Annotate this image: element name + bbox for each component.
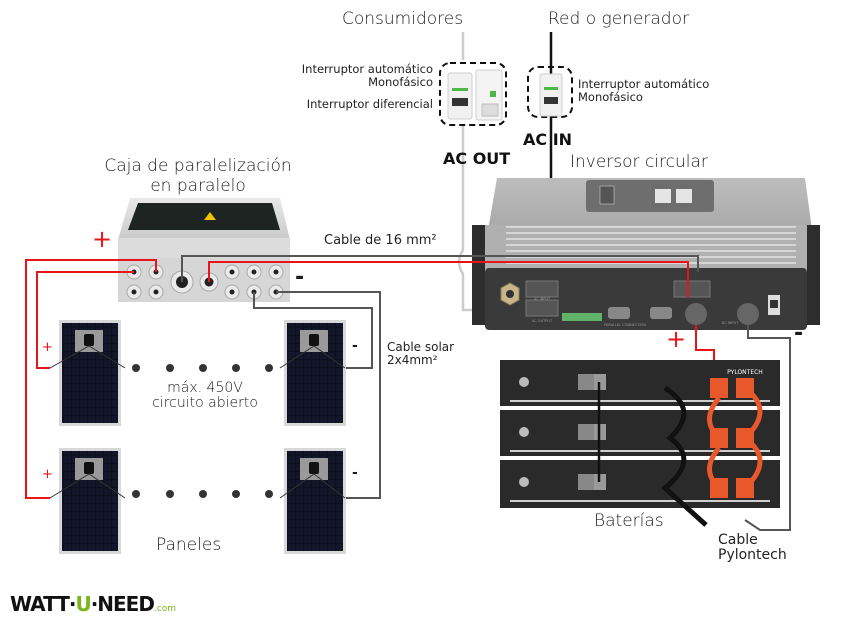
ac-in-breaker	[527, 66, 573, 118]
grid-generator-label: Red o generador	[548, 9, 689, 29]
ac-out-breaker-label-line1: Interruptor automático	[301, 62, 433, 76]
ac-in-label: AC IN	[523, 130, 573, 149]
cable-16mm-label: Cable de 16 mm²	[324, 233, 437, 248]
panel-leads	[49, 345, 346, 499]
combiner-minus-sign: -	[295, 265, 305, 290]
max-voltage-label-line2: circuito abierto	[152, 395, 258, 412]
consumers-label: Consumidores	[342, 9, 464, 29]
solar-panel	[284, 320, 346, 426]
logo-part-need: ·NEED	[90, 592, 155, 616]
ac-in-breaker-label-line2: Monofásico	[578, 89, 643, 104]
inverter: AC INPUT AC OUTPUT PARALLEL CONNECTION D…	[472, 178, 820, 330]
ac-input-port-label: AC INPUT	[534, 297, 551, 301]
series-dots	[132, 364, 273, 498]
panel-minus-sign: -	[352, 338, 358, 354]
solar-cable-label: Cable solar 2x4mm²	[387, 340, 455, 368]
logo-part-u: U	[75, 592, 91, 616]
battery-brand: PYLONTECH	[727, 369, 763, 376]
ac-in-breaker-label: Interruptor automático Monofásico	[578, 78, 709, 103]
pylontech-cable-label: Cable Pylontech	[718, 532, 787, 564]
differential-label: Interruptor diferencial	[306, 97, 433, 111]
negative-wires	[181, 255, 791, 531]
solar-panel	[59, 448, 121, 554]
solar-panel	[284, 448, 346, 554]
panel-plus-sign: +	[42, 467, 53, 482]
solar-cable-label-line2: 2x4mm²	[387, 353, 438, 368]
ac-in-breaker-label-line1: Interruptor automático	[578, 77, 710, 91]
ac-out-breakers	[439, 62, 507, 126]
ac-output-port-label: AC OUTPUT	[532, 319, 553, 323]
combiner-box-label-line2: en paralelo	[150, 176, 246, 197]
logo-suffix: .com	[153, 604, 177, 614]
dc-input-port-label: DC INPUT	[722, 321, 740, 325]
ac-out-wire	[457, 32, 540, 312]
inverter-minus-sign: -	[794, 321, 804, 346]
logo-part-watt: WATT·	[10, 592, 76, 616]
solar-cable-label-line1: Cable solar	[387, 340, 455, 354]
ac-out-breaker-label: Interruptor automático Monofásico	[302, 63, 433, 88]
combiner-box-label: Caja de paralelización en paralelo	[98, 156, 298, 197]
pylontech-cable-label-line2: Pylontech	[718, 547, 787, 564]
panel-minus-sign: -	[352, 465, 358, 481]
panel-plus-sign: +	[42, 340, 53, 355]
parallel-port-label: PARALLEL CONNECTION	[604, 323, 646, 327]
combiner-box	[118, 198, 290, 302]
combiner-plus-sign: +	[92, 225, 113, 253]
max-voltage-label: máx. 450V circuito abierto	[140, 380, 270, 412]
inverter-plus-sign: +	[666, 325, 687, 353]
panels-label: Paneles	[156, 535, 222, 555]
solar-panel	[59, 320, 121, 426]
ac-out-breaker-label-line2: Monofásico	[368, 74, 433, 89]
pylontech-cable-label-line1: Cable	[718, 532, 758, 548]
ac-out-label: AC OUT	[443, 149, 511, 168]
combiner-box-label-line1: Caja de paralelización	[104, 156, 292, 176]
batteries-label: Baterías	[594, 511, 664, 531]
inverter-label: Inversor circular	[570, 152, 708, 172]
max-voltage-label-line1: máx. 450V	[167, 380, 243, 396]
battery-stack: PYLONTECH	[500, 360, 780, 527]
watt-u-need-logo: WATT·U·NEED.com	[10, 592, 176, 616]
